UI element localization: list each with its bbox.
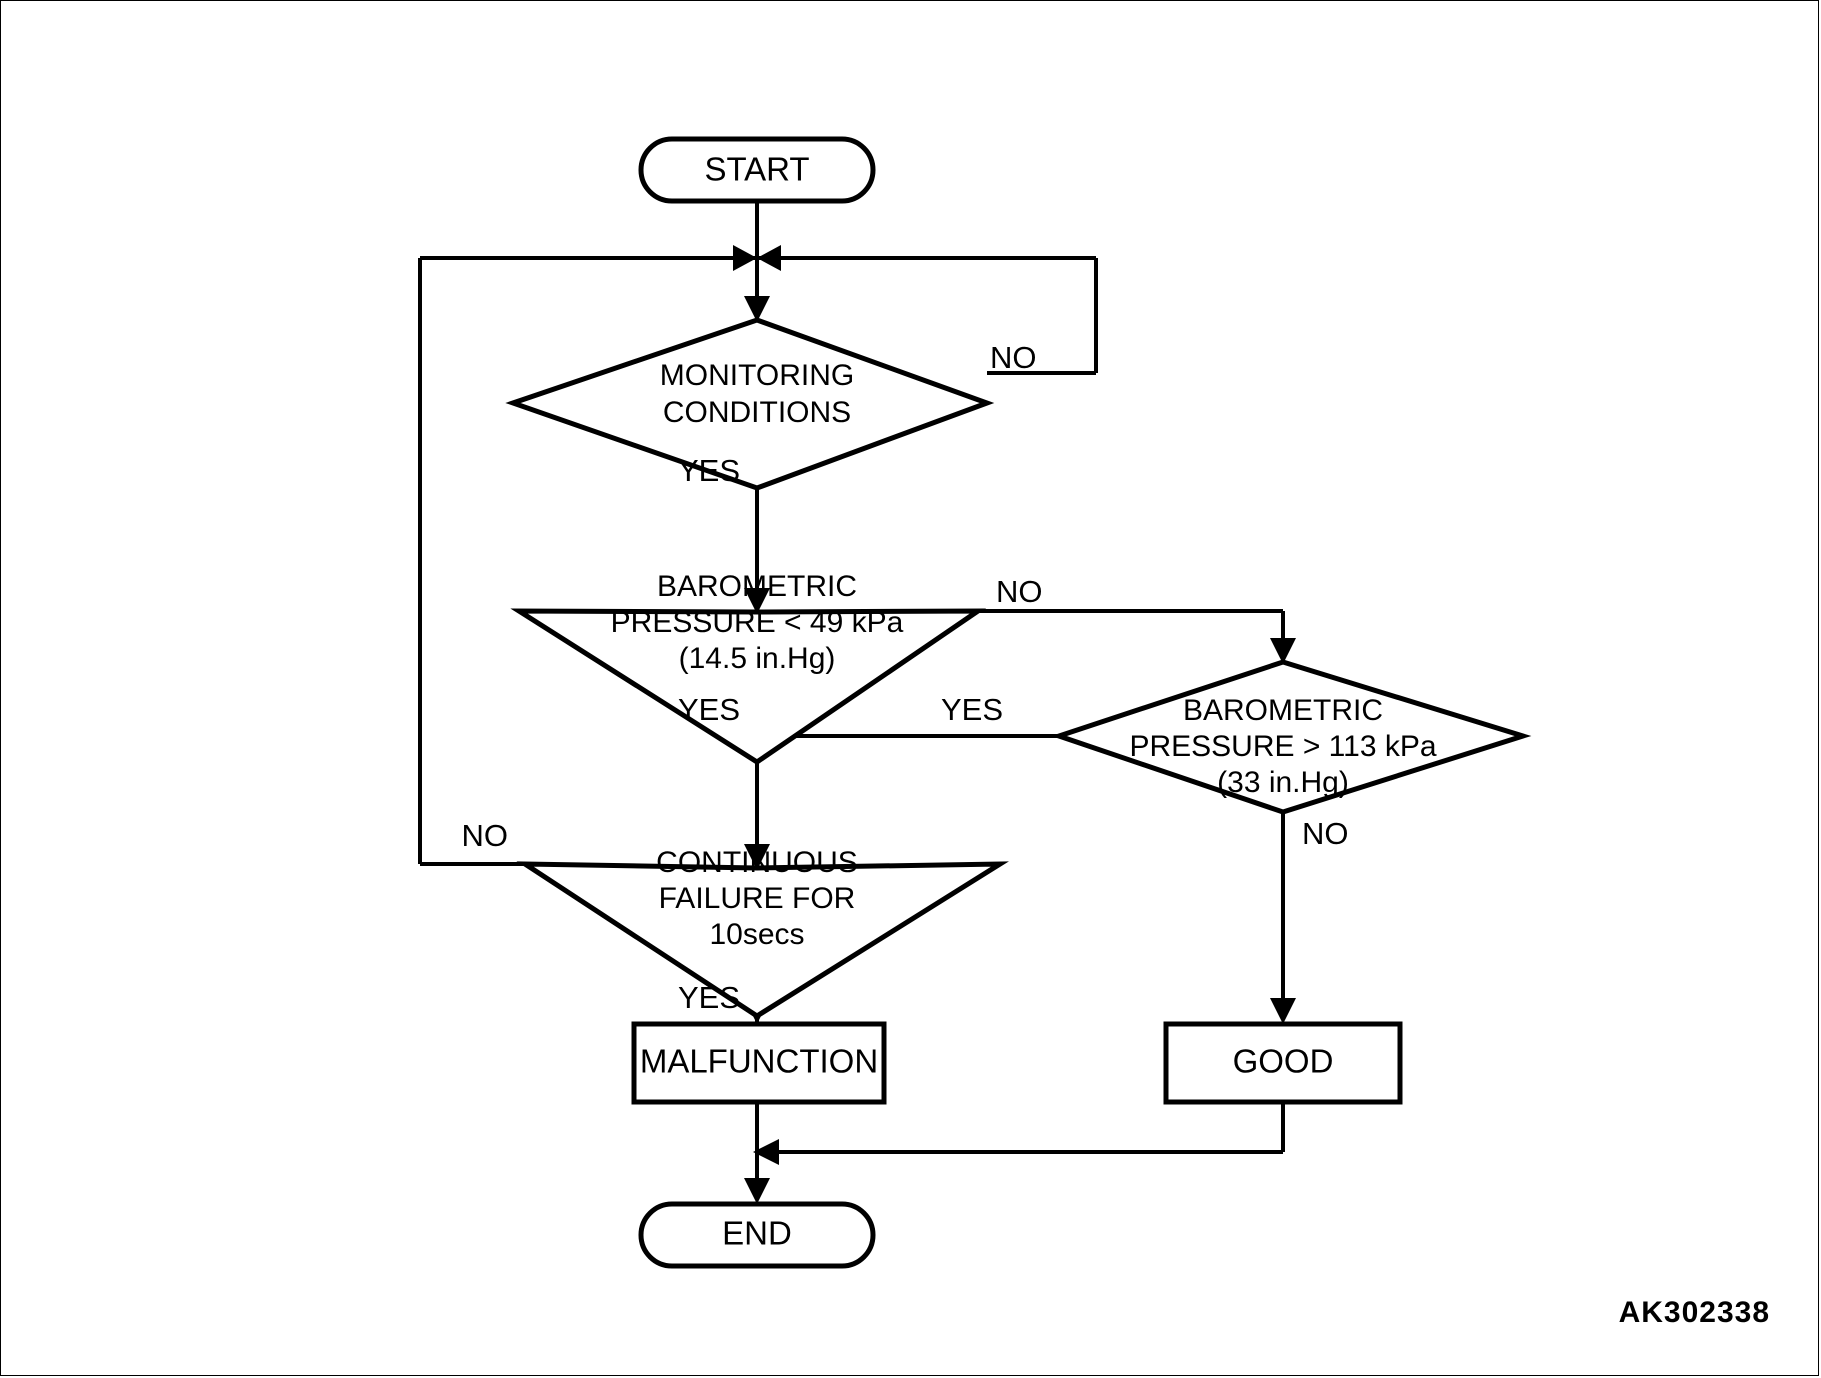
node-start-label: START [704,151,809,188]
node-continuous-label-2: FAILURE FOR [659,882,856,915]
branch-label-baro-low-yes: YES [678,692,740,727]
branch-label-monitoring-yes: YES [678,453,740,488]
branch-label-continuous-no: NO [462,818,509,853]
node-baro-high-label-1: BAROMETRIC [1183,694,1383,727]
node-monitoring-label-2: CONDITIONS [663,396,851,429]
drawing-code-label: AK302338 [1619,1296,1770,1329]
node-baro-pressure-low[interactable]: BAROMETRIC PRESSURE < 49 kPa (14.5 in.Hg… [510,570,987,765]
connector-baro-low-no [978,609,1296,664]
connector-monitoring-yes [744,488,770,614]
connector-baro-low-yes [744,762,770,870]
node-end-label: END [722,1215,792,1252]
node-good-label: GOOD [1233,1043,1334,1080]
node-monitoring-label-1: MONITORING [660,359,854,392]
node-malfunction[interactable]: MALFUNCTION [631,1021,887,1105]
node-continuous-label-3: 10secs [709,918,804,951]
node-baro-low-label-1: BAROMETRIC [657,570,857,603]
node-malfunction-label: MALFUNCTION [640,1043,878,1080]
branch-label-baro-high-no: NO [1302,816,1349,851]
branch-label-baro-low-no: NO [996,574,1043,609]
node-continuous-failure[interactable]: CONTINUOUS FAILURE FOR 10secs [516,846,1009,1019]
node-start[interactable]: START [638,136,876,204]
branch-label-baro-high-yes: YES [941,692,1003,727]
connector-monitoring-no-loop [987,258,1098,375]
connector-continuous-no-loop [418,258,525,866]
node-baro-pressure-high[interactable]: BAROMETRIC PRESSURE > 113 kPa (33 in.Hg) [1051,659,1532,815]
node-monitoring-conditions[interactable]: MONITORING CONDITIONS [505,317,995,491]
node-good[interactable]: GOOD [1163,1021,1403,1105]
node-baro-low-label-3: (14.5 in.Hg) [679,642,836,675]
connector-good-to-end [753,1102,1285,1165]
node-baro-high-label-3: (33 in.Hg) [1217,766,1349,799]
branch-label-monitoring-no: NO [990,340,1037,375]
connector-baro-high-no [1270,812,1296,1024]
node-baro-low-label-2: PRESSURE < 49 kPa [611,606,904,639]
node-baro-high-label-2: PRESSURE > 113 kPa [1129,730,1436,763]
node-continuous-label-1: CONTINUOUS [656,846,858,879]
node-end[interactable]: END [638,1201,876,1269]
branch-label-continuous-yes: YES [678,980,740,1015]
connector-merge-to-monitoring [744,258,770,322]
